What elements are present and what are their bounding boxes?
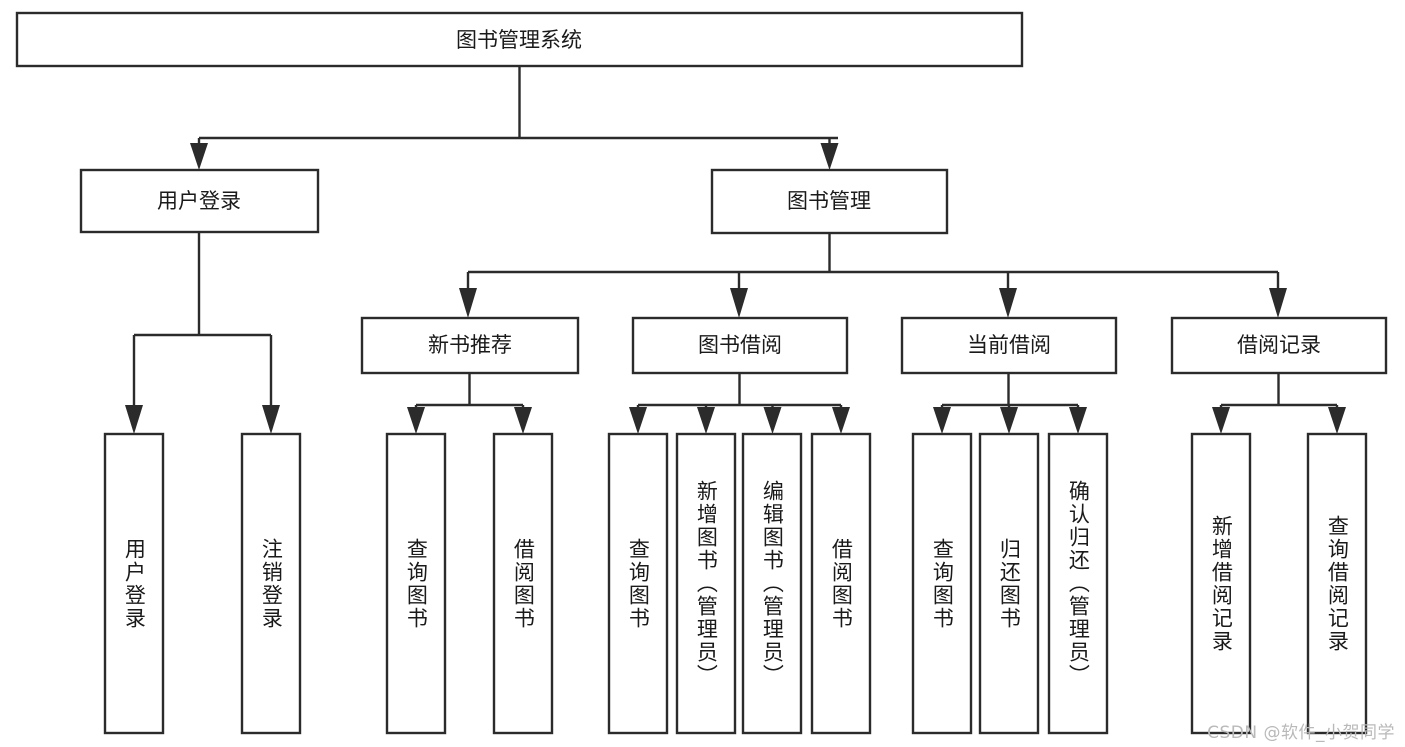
arrow-to-borrow-record (1269, 288, 1287, 318)
node-leaf-cur-query[interactable] (911, 432, 973, 735)
node-borrow-record[interactable] (1170, 316, 1388, 375)
arrow-to-book-borrow (730, 288, 748, 318)
arrow-to-current-borrow (999, 288, 1017, 318)
node-book-borrow-label: 图书借阅 (698, 333, 782, 357)
arrow-to-book-mgmt (820, 143, 839, 170)
node-book-mgmt-label: 图书管理 (787, 189, 871, 213)
arrow-leaf-borrow-add (697, 407, 715, 434)
arrow-leaf-cur-query (933, 407, 951, 434)
arrow-leaf-cur-return (1000, 407, 1018, 434)
node-current-borrow[interactable] (900, 316, 1118, 375)
arrow-leaf-rec-borrow (514, 407, 532, 434)
node-book-mgmt[interactable] (710, 168, 949, 235)
node-user-login-label: 用户登录 (157, 189, 241, 213)
node-leaf-borrow-query[interactable] (607, 432, 669, 735)
node-leaf-user-login[interactable] (103, 432, 165, 735)
arrow-leaf-borrow-query (629, 407, 647, 434)
node-leaf-rec-add[interactable] (1190, 432, 1252, 735)
node-leaf-borrow-borrow[interactable] (810, 432, 872, 735)
node-leaf-borrow-add[interactable] (675, 432, 737, 735)
arrow-leaf-borrow-edit (763, 407, 782, 434)
node-leaf-borrow-edit[interactable] (741, 432, 803, 735)
arrow-to-new-book-rec (459, 288, 477, 318)
node-root-label: 图书管理系统 (456, 28, 582, 52)
node-leaf-rec-borrow[interactable] (492, 432, 554, 735)
node-leaf-logout[interactable] (240, 432, 302, 735)
node-leaf-rec-search[interactable] (1306, 432, 1368, 735)
node-book-borrow[interactable] (631, 316, 849, 375)
node-leaf-rec-query[interactable] (385, 432, 447, 735)
arrow-leaf-rec-query (407, 407, 425, 434)
arrow-leaf-rec-add (1212, 407, 1230, 434)
node-root[interactable] (15, 11, 1024, 68)
arrow-leaf-borrow-borrow (832, 407, 850, 434)
csdn-watermark: CSDN @软件_小贺同学 (1207, 723, 1395, 743)
node-current-borrow-label: 当前借阅 (967, 333, 1051, 357)
connector-layer (125, 66, 1346, 434)
node-layer: 图书管理系统 用户登录 图书管理 新书推荐 图书借阅 当前借阅 借阅记录 (15, 11, 1388, 735)
node-new-book-rec[interactable] (360, 316, 580, 375)
arrow-to-user-login (190, 143, 208, 170)
arrow-leaf-cur-confirm (1069, 407, 1087, 434)
arrow-leaf-rec-search (1328, 407, 1346, 434)
node-leaf-cur-return[interactable] (978, 432, 1040, 735)
node-leaf-cur-confirm[interactable] (1047, 432, 1109, 735)
node-borrow-record-label: 借阅记录 (1237, 333, 1321, 357)
node-new-book-rec-label: 新书推荐 (428, 333, 512, 357)
node-user-login[interactable] (79, 168, 320, 234)
arrow-leaf-user-login (125, 405, 143, 434)
arrow-leaf-logout (262, 405, 280, 434)
